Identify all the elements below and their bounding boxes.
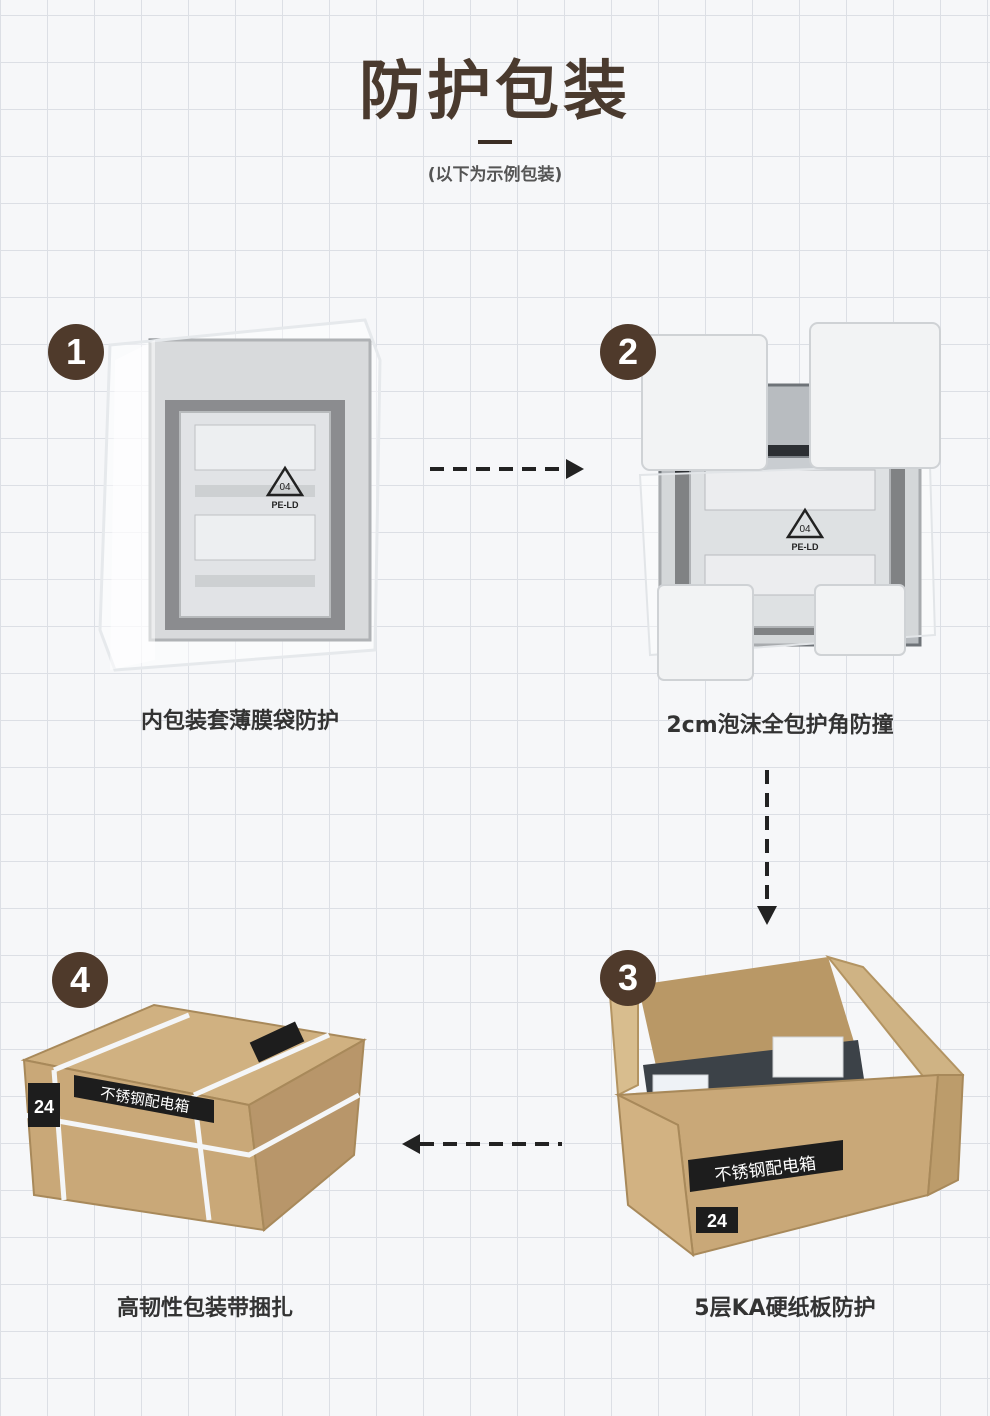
step-2-caption: 2cm泡沫全包护角防撞 — [666, 713, 894, 738]
arrow-down-icon — [757, 770, 777, 925]
step-2-recycle-label: PE-LD — [792, 542, 820, 552]
step-4-image-strapped-carton: 不锈钢配电箱 24 — [20, 1003, 367, 1232]
step-1-recycle-label: PE-LD — [272, 500, 300, 510]
step-3-badge: 3 — [600, 950, 656, 1006]
arrow-left-icon — [402, 1134, 562, 1154]
step-2-recycle-code: 04 — [799, 524, 811, 535]
step-3-image-open-carton: 不锈钢配电箱 24 — [608, 955, 965, 1258]
step-1-image-bagged-cabinet: 04 PE-LD — [98, 318, 382, 672]
step-3-box-size: 24 — [707, 1211, 727, 1231]
step-4-badge: 4 — [52, 952, 108, 1008]
step-3-caption: 5层KA硬纸板防护 — [694, 1296, 876, 1321]
step-4-box-size: 24 — [34, 1097, 54, 1117]
page-subtitle: (以下为示例包装) — [427, 165, 563, 185]
step-1-caption: 内包装套薄膜袋防护 — [140, 709, 339, 734]
title-divider — [478, 140, 512, 144]
step-4-caption: 高韧性包装带捆扎 — [116, 1296, 293, 1321]
step-2-image-foam-corners: 04 PE-LD — [638, 322, 941, 681]
step-1-recycle-code: 04 — [279, 482, 291, 493]
step-2-badge: 2 — [600, 324, 656, 380]
step-1-badge: 1 — [48, 324, 104, 380]
page-title: 防护包装 — [359, 55, 631, 129]
arrow-right-icon — [430, 459, 584, 479]
